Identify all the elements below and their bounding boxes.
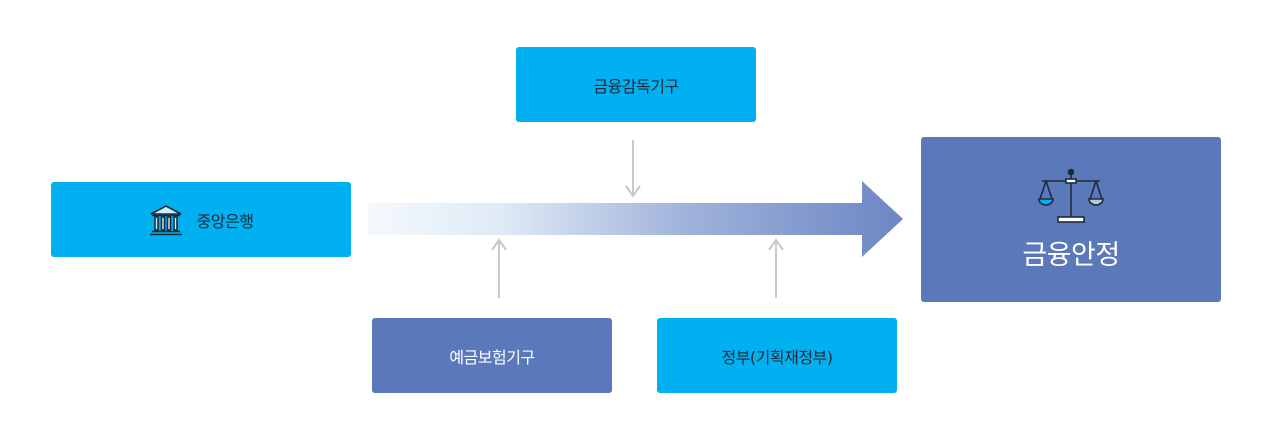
government-arrow (768, 238, 784, 298)
scales-icon (1038, 168, 1104, 223)
flow-arrow (368, 181, 903, 257)
government-label: 정부(기획재정부) (721, 347, 833, 367)
central-bank-label: 중앙은행 (196, 211, 254, 231)
deposit-arrow (491, 238, 507, 298)
deposit-insurance-box: 예금보험기구 (372, 318, 612, 393)
deposit-insurance-label: 예금보험기구 (449, 347, 535, 367)
supervisor-arrow (625, 140, 641, 198)
central-bank-box: 중앙은행 (51, 182, 351, 257)
financial-stability-box: 금융안정 (921, 137, 1221, 302)
supervisor-box: 금융감독기구 (516, 47, 756, 122)
financial-stability-label: 금융안정 (1022, 240, 1120, 271)
bank-icon (149, 204, 182, 235)
government-box: 정부(기획재정부) (657, 318, 897, 393)
supervisor-label: 금융감독기구 (593, 76, 679, 96)
